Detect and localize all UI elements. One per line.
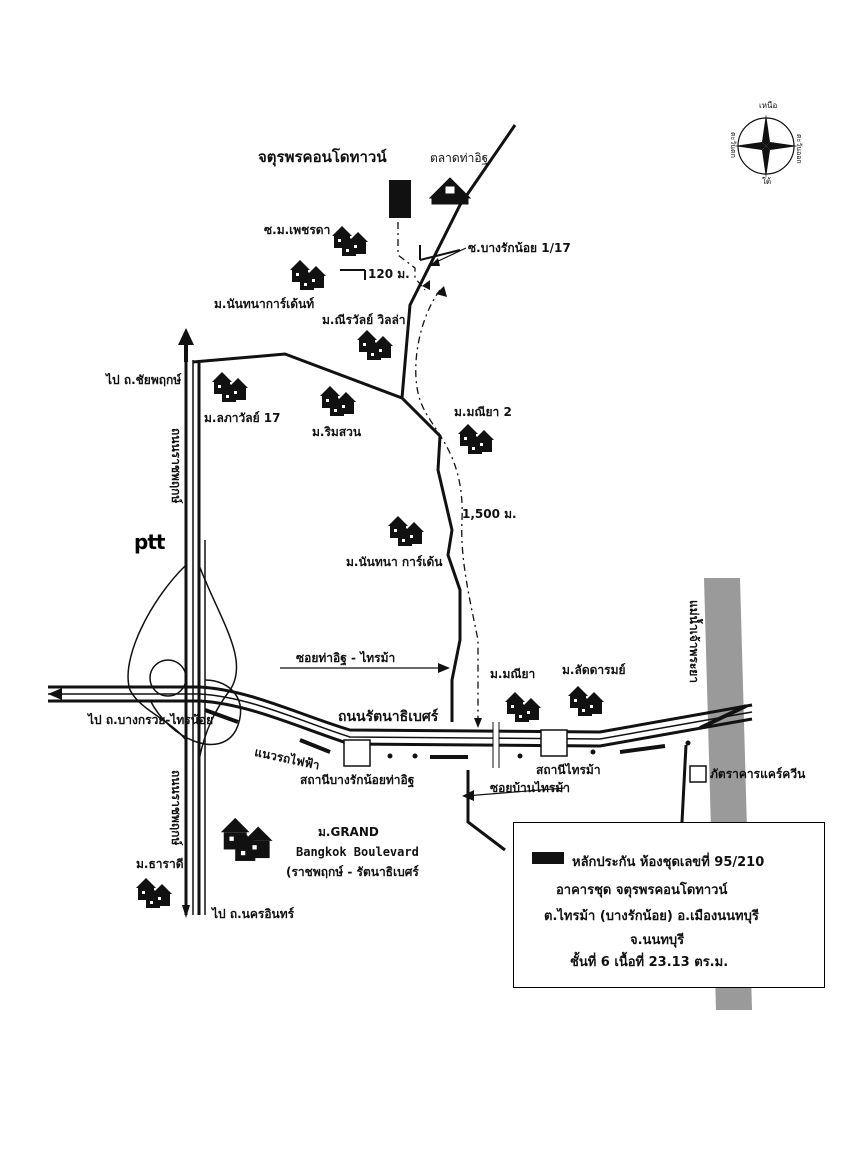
train-line — [204, 704, 747, 759]
to-bangkruai-label: ไป ถ.บางกรวย-ไทรน้อย — [88, 713, 214, 727]
maneeya-label: ม.มณียา — [490, 667, 536, 681]
nanthana-garden-2-label: ม.นันทนา การ์เด้น — [346, 555, 443, 569]
train-dots — [387, 740, 691, 759]
soi-thaiit-sainma-label: ซอยท่าอิฐ - ไทรม้า — [296, 651, 396, 665]
house-cluster-icon — [332, 226, 368, 256]
arrow-west — [48, 688, 62, 700]
ladarom-label: ม.ลัดดารมย์ — [562, 663, 626, 677]
legend-line-3: ต.ไทรม้า (บางรักน้อย) อ.เมืองนนทบุรี — [544, 909, 759, 924]
market-building — [428, 177, 472, 205]
legend-swatch — [532, 852, 564, 864]
house-cluster-icon — [136, 878, 172, 908]
compass-icon — [734, 114, 798, 178]
manirawan-label: ม.ณีรวัลย์ วิลล่า — [322, 313, 406, 327]
phetcharada-label: ซ.ม.เพชรดา — [264, 223, 331, 237]
compass-north: เหนือ — [759, 101, 778, 110]
market-label: ตลาดท่าอิฐ — [430, 151, 489, 165]
ratchaphruek-road — [184, 360, 206, 915]
legend-line-5: ชั้นที่ 6 เนื้อที่ 23.13 ตร.ม. — [570, 955, 729, 970]
to-nakhonin-label: ไป ถ.นครอินทร์ — [212, 907, 295, 921]
ptt-logo: ptt — [134, 530, 165, 554]
soi-bangraknoi-label: ซ.บางรักน้อย 1/17 — [468, 241, 571, 255]
compass-east: ตะวันออก — [795, 134, 803, 164]
to-chaiyaphruek-label: ไป ถ.ชัยพฤกษ์ — [106, 373, 182, 387]
legend-box: หลักประกัน ห้องชุดเลขที่ 95/210 อาคารชุด… — [513, 822, 825, 988]
arrow-to-nakhonin — [182, 905, 190, 918]
arrow-to-chaiyaphruek — [178, 328, 194, 362]
house-cluster-icon — [290, 260, 326, 290]
station-bangraknoi-box — [343, 739, 371, 767]
tharadee-label: ม.ธาราดี — [136, 857, 184, 871]
legend-line-4: จ.นนทบุรี — [630, 933, 685, 948]
ratchaphruek-label-1: ถนนราชพฤกษ์ — [169, 428, 183, 504]
grand-label-1: ม.GRAND — [318, 825, 379, 839]
ratanathibet-label: ถนนรัตนาธิเบศร์ — [338, 709, 439, 725]
house-cluster-icon — [212, 372, 248, 402]
distance-1500-label: 1,500 ม. — [462, 507, 517, 521]
station-sainma-label: สถานีไทรม้า — [536, 763, 601, 777]
ratchaphruek-label-2: ถนนราชพฤกษ์ — [169, 770, 183, 846]
station-sainma-box — [540, 729, 568, 757]
maneeya2-label: ม.มณียา 2 — [454, 405, 512, 419]
condo-title-label: จตุรพรคอนโดทาวน์ — [258, 148, 387, 166]
station-bangraknoi-label: สถานีบางรักน้อยท่าอิฐ — [300, 773, 415, 787]
restaurant-label: ภัตราคารแคร์ควีน — [710, 767, 806, 781]
house-cluster-icon — [458, 424, 494, 454]
rimsuan-label: ม.ริมสวน — [312, 425, 362, 439]
soi-ban-sainma-label: ซอยบ้านไทรม้า — [490, 781, 570, 795]
nanthana-garden-1-label: ม.นันทนาการ์เด้นท์ — [214, 297, 315, 311]
soi-road — [192, 124, 688, 852]
house-cluster-icon — [568, 686, 604, 716]
house-cluster-icon — [505, 692, 541, 722]
compass-west: ตะวันตก — [729, 132, 737, 158]
distance-120-label: 120 ม. — [368, 267, 410, 281]
house-cluster-icon — [388, 516, 424, 546]
house-cluster-icon — [220, 817, 273, 861]
house-cluster-icon — [357, 330, 393, 360]
interchange — [127, 564, 242, 761]
legend-line-1: หลักประกัน ห้องชุดเลขที่ 95/210 — [572, 855, 765, 870]
lapawan-label: ม.ลภาวัลย์ 17 — [204, 411, 281, 425]
compass-south: ใต้ — [762, 177, 772, 186]
market-road — [340, 245, 461, 280]
dashed-route — [397, 222, 479, 720]
grand-label-3: (ราชพฤกษ์ - รัตนาธิเบศร์ — [286, 865, 419, 879]
grand-label-2: Bangkok Boulevard — [296, 845, 419, 859]
compass-rose: เหนือ ใต้ ตะวันออก ตะวันตก — [728, 102, 804, 186]
condo-building — [389, 180, 411, 218]
legend-line-2: อาคารชุด จตุรพรคอนโดทาวน์ — [556, 883, 728, 898]
house-cluster-icon — [320, 386, 356, 416]
chaophraya-label: แม่น้ำเจ้าพระยา — [687, 600, 701, 684]
restaurant-box — [689, 765, 707, 783]
